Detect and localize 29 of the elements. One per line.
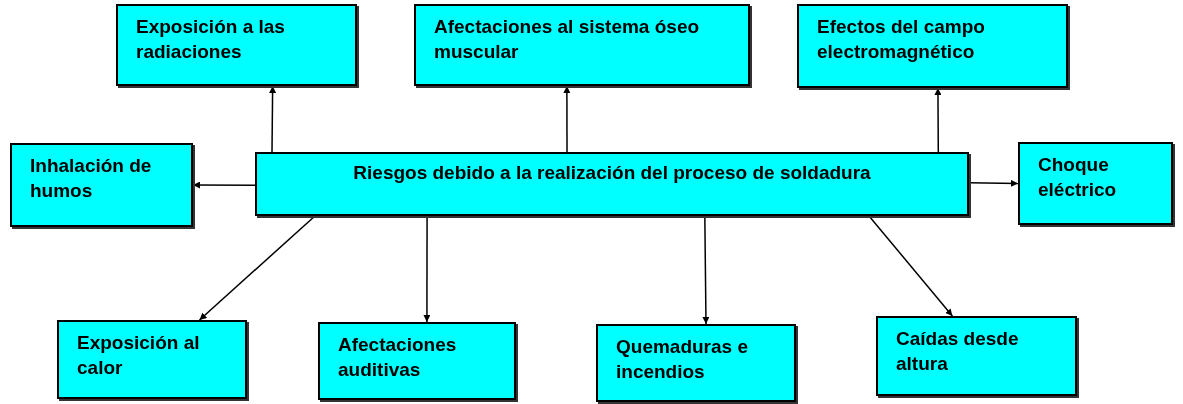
- arrow: [934, 87, 942, 153]
- process-box: [318, 322, 516, 400]
- box-label: Exposición a las radiaciones: [136, 15, 286, 64]
- process-box: [596, 324, 796, 402]
- box-label: Inhalación de humos: [30, 154, 153, 203]
- arrow: [563, 85, 571, 153]
- process-box: [116, 4, 357, 86]
- arrow: [968, 179, 1019, 187]
- box-label: Afectaciones al sistema óseo muscular: [434, 15, 701, 64]
- box-label: Afectaciones auditivas: [338, 333, 458, 382]
- arrow: [702, 215, 710, 325]
- process-box: [57, 320, 247, 399]
- process-box: [255, 152, 969, 216]
- box-label: Exposición al calor: [77, 331, 201, 380]
- arrow: [423, 215, 431, 323]
- process-box: [10, 143, 193, 227]
- process-box: [876, 316, 1077, 396]
- box-label: Caídas desde altura: [896, 327, 1020, 376]
- arrow: [192, 181, 256, 189]
- process-box: [414, 4, 750, 86]
- process-box: [1018, 142, 1173, 225]
- arrow: [198, 215, 316, 321]
- process-box: [797, 4, 1068, 88]
- box-label: Efectos del campo electromagnético: [817, 15, 986, 64]
- box-label: Choque eléctrico: [1038, 153, 1118, 202]
- arrow: [269, 85, 277, 153]
- box-label: Quemaduras e incendios: [616, 335, 749, 384]
- box-label: Riesgos debido a la realización del proceso de soldadura: [353, 161, 871, 185]
- arrow: [868, 215, 954, 317]
